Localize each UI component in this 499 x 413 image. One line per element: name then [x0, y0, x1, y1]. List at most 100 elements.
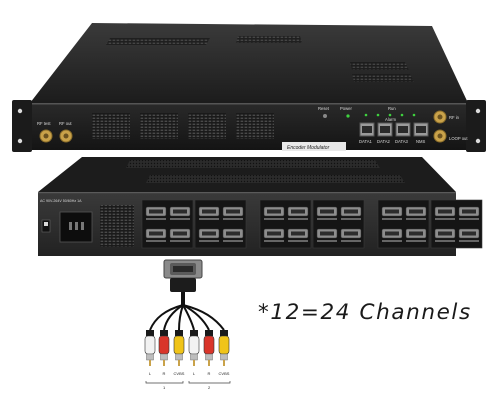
rca-plug-body	[188, 335, 200, 355]
run-label: Run	[388, 106, 396, 111]
rca-plug-sleeve	[220, 353, 228, 361]
alarm-label: Alarm	[385, 117, 396, 122]
port-legend-strip	[459, 240, 479, 242]
db-port-pins	[202, 231, 216, 236]
front-vent-4	[236, 113, 274, 139]
front-vent-1	[92, 113, 130, 139]
front-vent-3	[188, 113, 226, 139]
db-port-pins	[149, 231, 163, 236]
rca-plug-boot	[205, 330, 213, 336]
port-legend-strip	[199, 218, 219, 220]
port-legend-strip	[341, 218, 361, 220]
port-legend-strip	[406, 240, 426, 242]
db-port-pins	[173, 231, 187, 236]
db-port-pins	[291, 231, 305, 236]
rca-plug-pin	[208, 360, 210, 366]
rca-plug-label: R	[208, 371, 211, 376]
rack-screw-hole	[17, 138, 23, 144]
rear-lid-vent	[126, 160, 380, 168]
rf-test-label: RF test	[37, 121, 51, 126]
db-port-pins	[409, 209, 423, 214]
rca-plug-body	[158, 335, 170, 355]
run-led-icon	[388, 113, 392, 117]
port-socket	[380, 126, 390, 133]
rear-unit: AC 90V-264V 50/60Hz 1A	[38, 157, 483, 256]
db-connector-body	[170, 278, 196, 292]
rca-plug-boot	[146, 330, 154, 336]
db-port-pins	[385, 231, 399, 236]
ac-inlet-pin	[81, 222, 84, 230]
cable-branch	[178, 304, 184, 331]
port-legend-strip	[317, 218, 337, 220]
front-bezel-highlight	[30, 103, 468, 105]
db-connector-pins	[173, 266, 193, 272]
front-vent-2	[140, 113, 178, 139]
port-legend-strip	[341, 240, 361, 242]
power-label: Power	[340, 106, 352, 111]
db-port-pins	[320, 209, 334, 214]
db-port-pins	[291, 209, 305, 214]
db-port-pins	[385, 209, 399, 214]
rca-plug-boot	[175, 330, 183, 336]
run-led-icon	[364, 113, 368, 117]
db-port-pins	[344, 231, 358, 236]
port-legend-strip	[170, 218, 190, 220]
power-switch-rocker	[44, 222, 48, 226]
port-label-data2: DATA2	[377, 139, 391, 144]
port-legend-strip	[264, 240, 284, 242]
port-socket	[416, 126, 426, 133]
port-socket	[398, 126, 408, 133]
rca-plug-pin	[163, 360, 165, 366]
rca-plug-label: CVBS	[174, 371, 185, 376]
rca-plug-boot	[160, 330, 168, 336]
rca-plug-sleeve	[175, 353, 183, 361]
rca-plug-label: L	[149, 371, 152, 376]
rca-plug-label: CVBS	[219, 371, 230, 376]
power-led-icon	[346, 114, 350, 118]
group-bracket-2	[188, 381, 231, 384]
db-port-pins	[226, 209, 240, 214]
db-port-pins	[438, 209, 452, 214]
port-socket	[362, 126, 372, 133]
rack-ear-right	[466, 100, 486, 152]
db-port-pins	[438, 231, 452, 236]
loop-out-label: LOOP out	[449, 136, 468, 141]
model-label: Encoder Modulator	[287, 145, 330, 151]
run-led-icon	[376, 113, 380, 117]
port-label-nms: NMS	[416, 139, 426, 144]
port-legend-strip	[223, 240, 243, 242]
db-port-pins	[344, 209, 358, 214]
reset-button[interactable]	[323, 114, 327, 118]
channel-count-caption: *12=24 Channels	[258, 300, 472, 325]
group-label-2: 2	[208, 385, 211, 390]
cable-branch	[163, 304, 184, 331]
port-legend-strip	[146, 240, 166, 242]
port-legend-strip	[288, 240, 308, 242]
db-port-pins	[267, 231, 281, 236]
db-port-pins	[149, 209, 163, 214]
port-legend-strip	[459, 218, 479, 220]
run-led-icon	[412, 113, 416, 117]
lid-vent-right-bottom	[352, 74, 414, 82]
power-spec-label: AC 90V-264V 50/60Hz 1A	[40, 199, 82, 203]
db-port-pins	[409, 231, 423, 236]
rca-plug-pin	[193, 360, 195, 366]
ac-inlet-pin	[69, 222, 72, 230]
reset-label: Reset	[318, 106, 330, 111]
port-legend-strip	[435, 240, 455, 242]
rca-plug-body	[144, 335, 156, 355]
port-legend-strip	[435, 218, 455, 220]
lid-vent-left	[106, 38, 210, 45]
ac-inlet-pin	[75, 222, 78, 230]
rca-plug-sleeve	[146, 353, 154, 361]
cable-branch	[149, 304, 184, 331]
port-legend-strip	[264, 218, 284, 220]
port-legend-strip	[382, 218, 402, 220]
rack-screw-hole	[475, 138, 481, 144]
rear-module-bays	[141, 199, 483, 249]
port-legend-strip	[317, 240, 337, 242]
ethernet-port-group: DATA1 DATA2 DATA3 NMS	[359, 122, 429, 144]
rca-plug-boot	[220, 330, 228, 336]
